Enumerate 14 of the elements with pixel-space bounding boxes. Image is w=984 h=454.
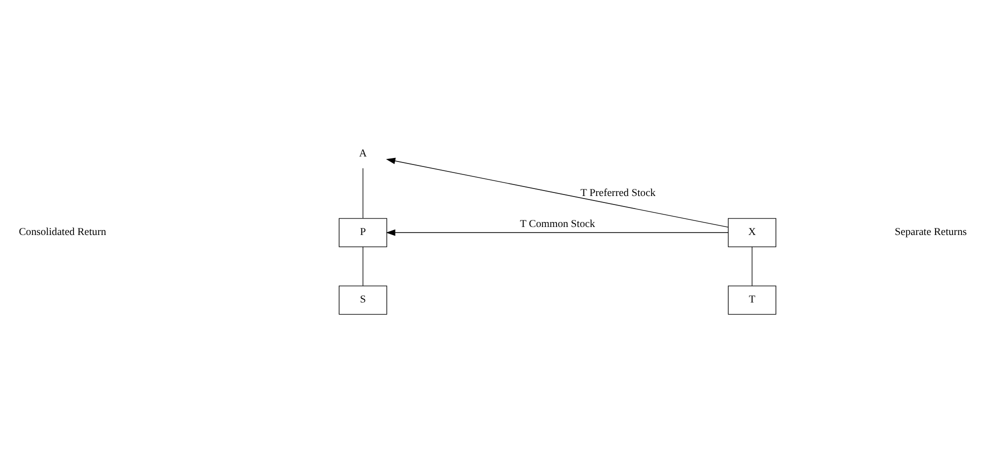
node-box: X [727,218,776,248]
arrow [386,229,728,236]
connector [362,168,363,218]
connector [362,246,363,286]
edge-label: T Common Stock [519,219,595,230]
node-box: S [338,286,387,315]
node-box: P [338,218,387,248]
edge-label: T Preferred Stock [580,188,656,199]
arrow [386,158,728,228]
label: Consolidated Return [18,227,106,238]
node-text: A [358,148,366,160]
connector [751,246,752,286]
label: Separate Returns [894,227,966,238]
node-box: T [727,286,776,315]
